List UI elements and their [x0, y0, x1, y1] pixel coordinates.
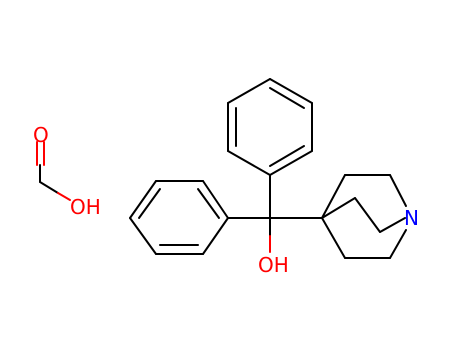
cage-bond — [321, 174, 346, 219]
central-carbinol: OH — [227, 174, 323, 277]
cage-bond — [379, 217, 406, 233]
top-ring-bond — [269, 78, 313, 104]
formic-acid: O OH — [33, 123, 101, 219]
left-ring-double — [197, 188, 220, 219]
left-ring-bond — [202, 180, 229, 219]
nitrogen-label: N — [404, 206, 419, 230]
top-ring-bond — [269, 150, 313, 176]
top-ring-double — [269, 145, 305, 167]
quinuclidine-cage: N — [321, 174, 419, 259]
cage-bond — [321, 197, 356, 219]
top-ring-bond — [227, 78, 271, 104]
formic-c-oh-bond-a — [39, 181, 59, 194]
left-phenyl-ring — [129, 180, 229, 255]
left-ring-bond — [129, 217, 157, 255]
hydroxyl-label: OH — [258, 253, 289, 277]
top-ring-bond — [227, 150, 271, 176]
cage-bond — [354, 197, 381, 233]
top-ring-double — [269, 87, 305, 109]
formic-hydroxyl-label: OH — [70, 195, 101, 219]
formic-carbonyl-oxygen: O — [33, 123, 49, 147]
left-ring-bond — [129, 180, 157, 219]
formic-c-oh-bond-b — [57, 192, 71, 201]
top-phenyl-ring — [227, 78, 313, 176]
cage-bond — [389, 229, 407, 259]
left-ring-double — [138, 188, 161, 219]
cage-bond — [321, 217, 346, 259]
cage-bond — [389, 174, 407, 207]
left-ring-bond — [202, 217, 229, 255]
